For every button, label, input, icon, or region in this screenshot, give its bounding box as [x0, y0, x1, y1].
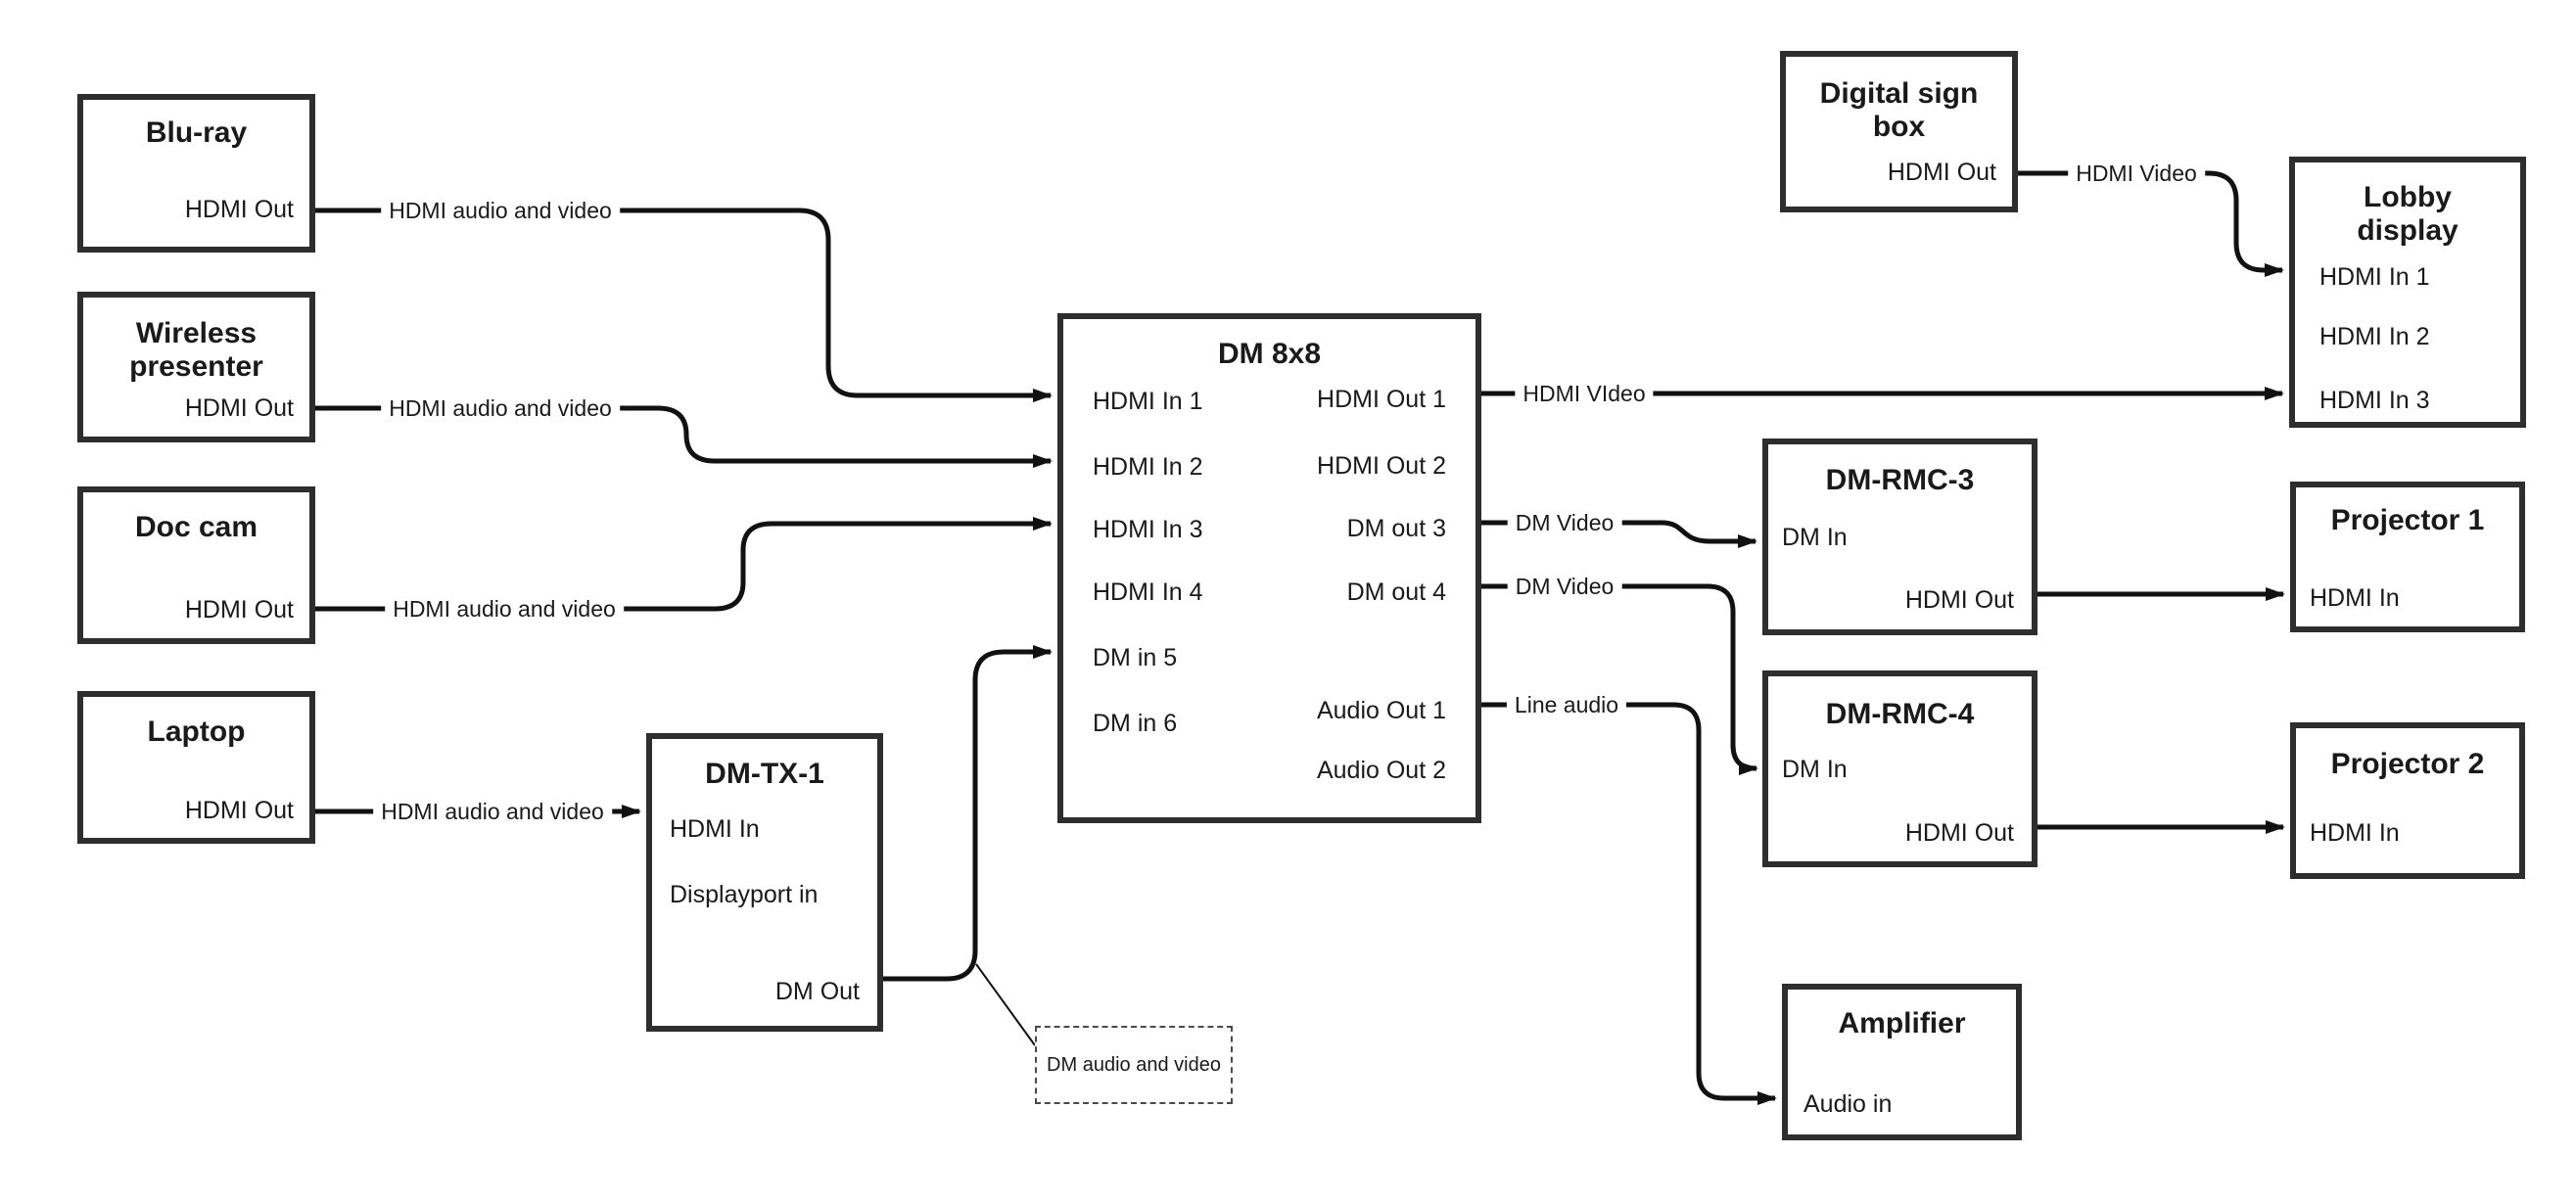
port-hdmi-out: HDMI Out: [184, 596, 294, 624]
port-hdmi-out: HDMI Out: [1904, 819, 2014, 847]
edge-label-wireless: HDMI audio and video: [381, 395, 620, 421]
node-projector-1: Projector 1 HDMI In: [2290, 482, 2525, 632]
node-amplifier: Amplifier Audio in: [1782, 984, 2022, 1140]
edge-label-doccam: HDMI audio and video: [385, 596, 624, 622]
node-blu-ray: Blu-ray HDMI Out: [77, 94, 315, 253]
node-title: Wireless presenter: [129, 317, 263, 383]
wire-dmtx1-to-dm8x8-in5: [883, 645, 1053, 982]
port-hdmi-out: HDMI Out: [1904, 586, 2014, 614]
node-title: Digital sign box: [1819, 77, 1979, 143]
port-audio-in: Audio in: [1803, 1090, 1893, 1118]
edge-label-laptop: HDMI audio and video: [373, 799, 612, 824]
port-hdmi-in-1: HDMI In 1: [2319, 263, 2430, 291]
node-lobby-display: Lobby display HDMI In 1 HDMI In 2 HDMI I…: [2289, 157, 2526, 428]
port-hdmi-out: HDMI Out: [1887, 159, 1996, 186]
wire-dm8x8-out4-to-rmc4: [1481, 583, 1758, 775]
edge-label-hdmi-video-sign: HDMI Video: [2068, 161, 2205, 186]
wire-bluray-to-dm8x8-in1: [315, 208, 1053, 402]
wire-sign-to-lobby-in1: [2018, 170, 2284, 277]
port-dm-in: DM In: [1782, 756, 1848, 783]
port-audio-out-2: Audio Out 2: [1316, 757, 1446, 784]
port-hdmi-in: HDMI In: [2310, 819, 2400, 847]
port-dm-in: DM In: [1782, 524, 1848, 551]
port-hdmi-in: HDMI In: [2310, 584, 2400, 612]
port-dm-out-3: DM out 3: [1346, 515, 1446, 542]
port-hdmi-in-4: HDMI In 4: [1093, 578, 1203, 606]
node-title: Amplifier: [1838, 1007, 1966, 1039]
port-hdmi-in-2: HDMI In 2: [1093, 453, 1203, 481]
node-dm-rmc-4: DM-RMC-4 DM In HDMI Out: [1762, 670, 2037, 867]
port-hdmi-in-3: HDMI In 3: [1093, 516, 1203, 543]
port-dm-in-5: DM in 5: [1093, 644, 1178, 671]
node-title: DM-RMC-4: [1825, 698, 1975, 730]
node-title: Blu-ray: [145, 116, 248, 149]
port-displayport-in: Displayport in: [670, 881, 819, 908]
port-hdmi-in-2: HDMI In 2: [2319, 323, 2430, 350]
edge-label-dm-video-out4: DM Video: [1507, 574, 1622, 599]
port-hdmi-out-2: HDMI Out 2: [1317, 452, 1446, 480]
port-hdmi-out: HDMI Out: [184, 797, 294, 824]
node-title: DM 8x8: [1217, 338, 1322, 370]
port-hdmi-out: HDMI Out: [184, 394, 294, 422]
node-title: DM-RMC-3: [1825, 464, 1975, 496]
node-dm-tx-1: DM-TX-1 HDMI In Displayport in DM Out: [646, 733, 883, 1032]
callout-text: DM audio and video: [1047, 1053, 1221, 1076]
callout-dm-audio-video: DM audio and video: [1035, 1026, 1233, 1104]
node-doc-cam: Doc cam HDMI Out: [77, 486, 315, 644]
node-digital-sign-box: Digital sign box HDMI Out: [1780, 51, 2018, 212]
port-hdmi-in: HDMI In: [670, 815, 760, 843]
node-laptop: Laptop HDMI Out: [77, 691, 315, 844]
node-title: Projector 2: [2330, 748, 2485, 780]
port-dm-out-4: DM out 4: [1346, 578, 1446, 606]
node-projector-2: Projector 2 HDMI In: [2290, 722, 2525, 879]
node-wireless-presenter: Wireless presenter HDMI Out: [77, 292, 315, 442]
port-dm-in-6: DM in 6: [1093, 710, 1178, 737]
edge-label-bluray: HDMI audio and video: [381, 198, 620, 223]
port-hdmi-in-3: HDMI In 3: [2319, 387, 2430, 414]
callout-leader-line: [975, 963, 1036, 1046]
edge-label-line-audio: Line audio: [1506, 692, 1627, 717]
node-title: DM-TX-1: [705, 758, 824, 790]
wire-doccam-to-dm8x8-in3: [315, 517, 1053, 612]
node-title: Lobby display: [2357, 181, 2459, 247]
port-hdmi-out: HDMI Out: [184, 196, 294, 223]
wire-wireless-to-dm8x8-in2: [315, 405, 1053, 468]
port-dm-out: DM Out: [774, 978, 860, 1005]
node-title: Laptop: [147, 716, 246, 748]
wire-dm8x8-audio1-to-amp: [1481, 702, 1777, 1105]
port-audio-out-1: Audio Out 1: [1316, 697, 1446, 724]
wire-dm8x8-out3-to-rmc3: [1481, 520, 1757, 548]
port-hdmi-in-1: HDMI In 1: [1093, 388, 1203, 415]
node-title: Doc cam: [134, 511, 258, 543]
node-title: Projector 1: [2330, 504, 2485, 536]
edge-label-hdmi-video-out1: HDMI VIdeo: [1515, 381, 1654, 406]
node-dm-8x8: DM 8x8 HDMI In 1 HDMI In 2 HDMI In 3 HDM…: [1057, 313, 1481, 823]
edge-label-dm-video-out3: DM Video: [1507, 510, 1622, 535]
node-dm-rmc-3: DM-RMC-3 DM In HDMI Out: [1762, 439, 2037, 635]
port-hdmi-out-1: HDMI Out 1: [1317, 386, 1446, 413]
